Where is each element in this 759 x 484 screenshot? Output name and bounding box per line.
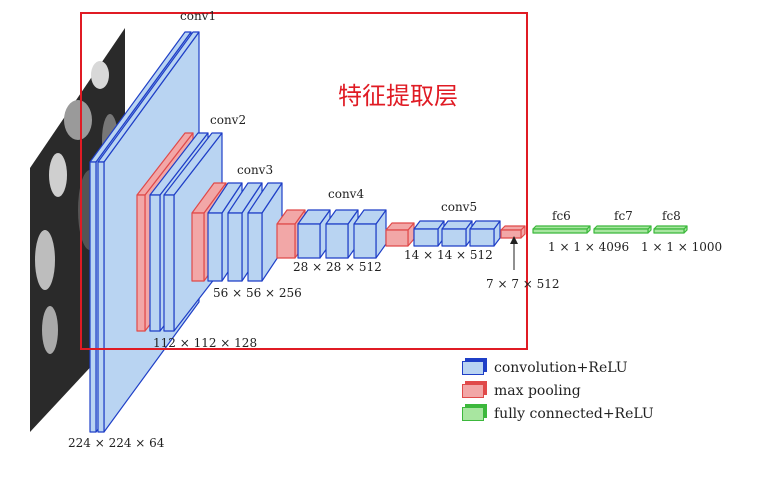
feature-extraction-box (80, 12, 528, 350)
conv4-label: conv4 (328, 187, 365, 201)
fc7-block (593, 225, 652, 234)
dim-56-label: 56 × 56 × 256 (213, 286, 302, 300)
arrow-head (510, 236, 518, 244)
legend-conv-text: convolution+ReLU (494, 360, 628, 376)
legend-fc-text: fully connected+ReLU (494, 406, 654, 422)
conv2-label: conv2 (210, 113, 247, 127)
dim-1000-label: 1 × 1 × 1000 (641, 240, 723, 254)
dim-112-label: 112 × 112 × 128 (153, 336, 258, 350)
fc6-label: fc6 (552, 209, 571, 223)
conv4-block-c (353, 209, 387, 259)
legend-fc: fully connected+ReLU (462, 404, 654, 424)
conv5-label: conv5 (441, 200, 478, 214)
feature-extraction-label: 特征提取层 (338, 82, 458, 110)
conv5-block-a (413, 220, 445, 247)
dim-28-label: 28 × 28 × 512 (293, 260, 382, 274)
fc7-label: fc7 (614, 209, 633, 223)
pool5-block (500, 225, 526, 239)
conv1-label: conv1 (180, 9, 217, 23)
dim-4096-label: 1 × 1 × 4096 (548, 240, 630, 254)
legend-pool-text: max pooling (494, 383, 581, 399)
legend-conv-swatch (462, 361, 484, 375)
conv3-label: conv3 (237, 163, 274, 177)
dim-224-label: 224 × 224 × 64 (68, 436, 165, 450)
fc8-block (653, 225, 688, 234)
conv5-block-c (469, 220, 501, 247)
legend-fc-swatch (462, 407, 484, 421)
dim-14-label: 14 × 14 × 512 (404, 248, 493, 262)
legend-pool-swatch (462, 384, 484, 398)
fc6-block (532, 225, 591, 234)
pool4-block (385, 222, 415, 247)
fc8-label: fc8 (662, 209, 681, 223)
legend-pool: max pooling (462, 381, 581, 401)
dim-7-label: 7 × 7 × 512 (486, 277, 560, 291)
legend-conv: convolution+ReLU (462, 358, 628, 378)
